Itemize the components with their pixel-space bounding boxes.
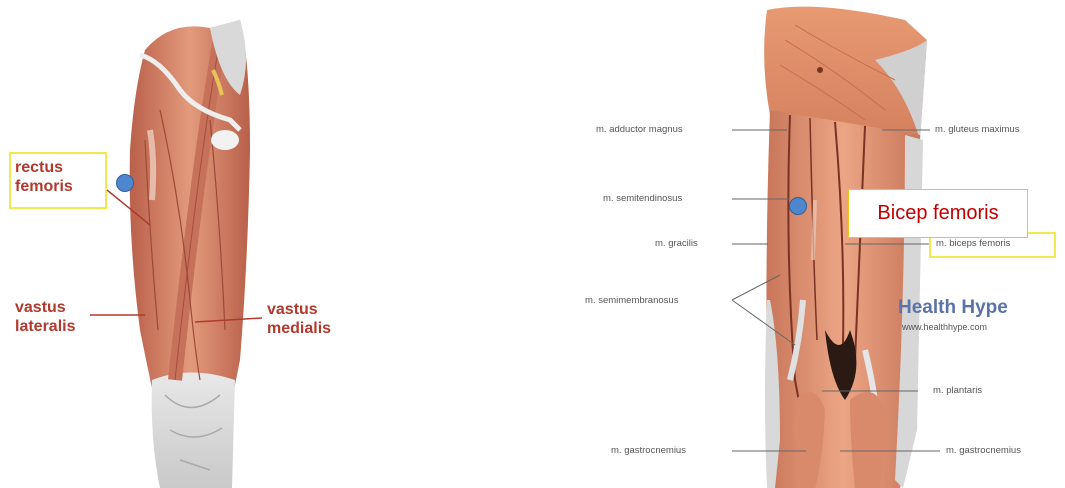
health-hype-url: www.healthhype.com <box>902 322 987 332</box>
semitendinosus-label: m. semitendinosus <box>603 193 682 204</box>
gracilis-label: m. gracilis <box>655 238 698 249</box>
gluteus-maximus-label: m. gluteus maximus <box>935 124 1019 135</box>
semimembranosus-leader-line-a <box>732 275 780 300</box>
adductor-magnus-label: m. adductor magnus <box>596 124 683 135</box>
health-hype-logo-text: Health Hype <box>898 297 1008 319</box>
gastrocnemius-left-label: m. gastrocnemius <box>611 445 686 456</box>
semitendinosus-marker-dot <box>789 197 807 215</box>
biceps-femoris-label: m. biceps femoris <box>936 238 1010 249</box>
bicep-femoris-callout: Bicep femoris <box>848 189 1028 238</box>
gastrocnemius-right-label: m. gastrocnemius <box>946 445 1021 456</box>
semimembranosus-leader-line-b <box>732 300 795 345</box>
plantaris-label: m. plantaris <box>933 385 982 396</box>
semimembranosus-label: m. semimembranosus <box>585 295 678 306</box>
